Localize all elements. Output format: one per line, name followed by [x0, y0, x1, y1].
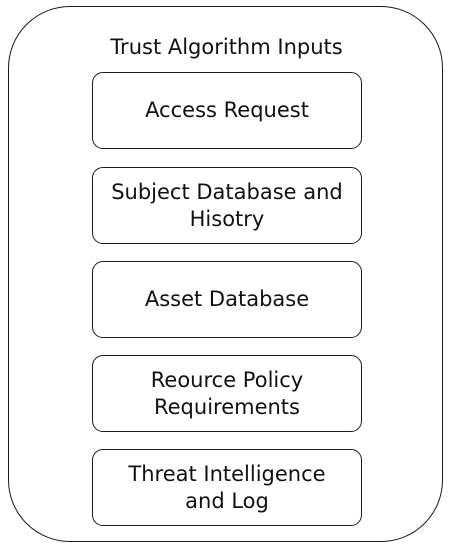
input-box-threat-intelligence: Threat Intelligence and Log [92, 449, 362, 526]
input-box-label-line: Requirements [153, 394, 300, 419]
input-box-subject-database: Subject Database and Hisotry [92, 167, 362, 244]
input-box-asset-database: Asset Database [92, 261, 362, 338]
input-box-label-line: Hisotry [189, 206, 265, 231]
input-box-label: Asset Database [135, 286, 319, 313]
diagram-title: Trust Algorithm Inputs [110, 35, 343, 59]
input-box-label-line: Reource Policy [150, 367, 304, 392]
input-box-resource-policy: Reource Policy Requirements [92, 355, 362, 432]
input-box-label-line: Asset Database [144, 287, 310, 311]
input-box-access-request: Access Request [92, 72, 362, 149]
input-box-label: Reource Policy Requirements [141, 367, 313, 421]
input-box-label-line: Threat Intelligence [128, 461, 326, 486]
input-box-label-line: Access Request [145, 98, 309, 122]
input-box-label: Access Request [135, 97, 319, 124]
input-box-label: Subject Database and Hisotry [101, 179, 353, 233]
input-box-label-line: and Log [185, 488, 269, 513]
input-box-label-line: Subject Database and [111, 179, 343, 204]
input-box-label: Threat Intelligence and Log [118, 461, 335, 515]
